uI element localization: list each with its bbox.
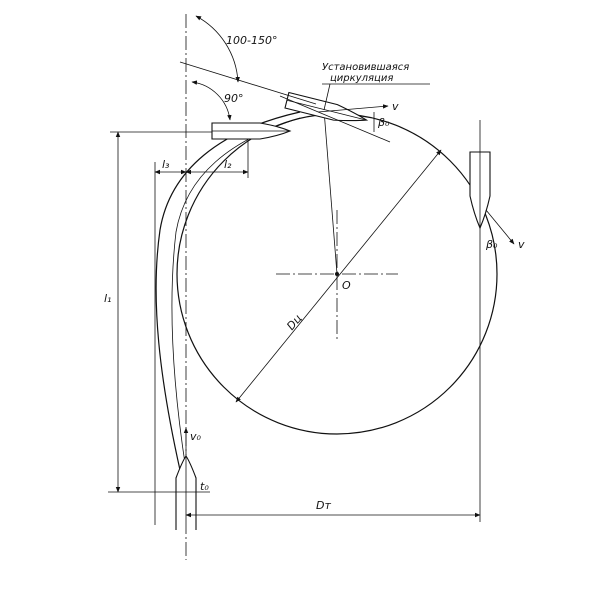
steady-turn-leader — [323, 83, 331, 111]
heading-line-top — [279, 95, 391, 143]
velocity-arrow-right — [485, 209, 515, 245]
label-diameter: Dц — [284, 312, 304, 333]
angle-arc-100-150 — [195, 15, 240, 83]
label-velocity-right: v — [518, 238, 525, 251]
label-velocity-top: v — [392, 100, 399, 113]
angle-arc-90 — [191, 80, 232, 121]
radius-to-ship — [323, 109, 338, 275]
label-center: O — [342, 279, 351, 292]
label-tactical-diameter: Dт — [316, 499, 331, 512]
label-steady-turn-2: циркуляция — [330, 73, 393, 84]
label-l2: l₂ — [224, 158, 232, 171]
heading-ray-100-150 — [179, 61, 317, 105]
label-steady-turn-1: Установившаяся — [322, 62, 409, 73]
velocity-arrow-top — [317, 104, 389, 113]
label-v0: v₀ — [190, 430, 202, 443]
label-angle-100-150: 100-150° — [226, 34, 277, 47]
label-angle-90: 90° — [224, 92, 244, 105]
trajectory-inner — [171, 117, 301, 471]
label-l3: l₃ — [162, 158, 170, 171]
label-drift-top: β₀ — [377, 116, 390, 129]
label-drift-right: β₀ — [485, 238, 498, 251]
label-t0: t₀ — [200, 480, 209, 493]
diameter-line — [235, 149, 442, 403]
label-l1: l₁ — [104, 292, 111, 305]
